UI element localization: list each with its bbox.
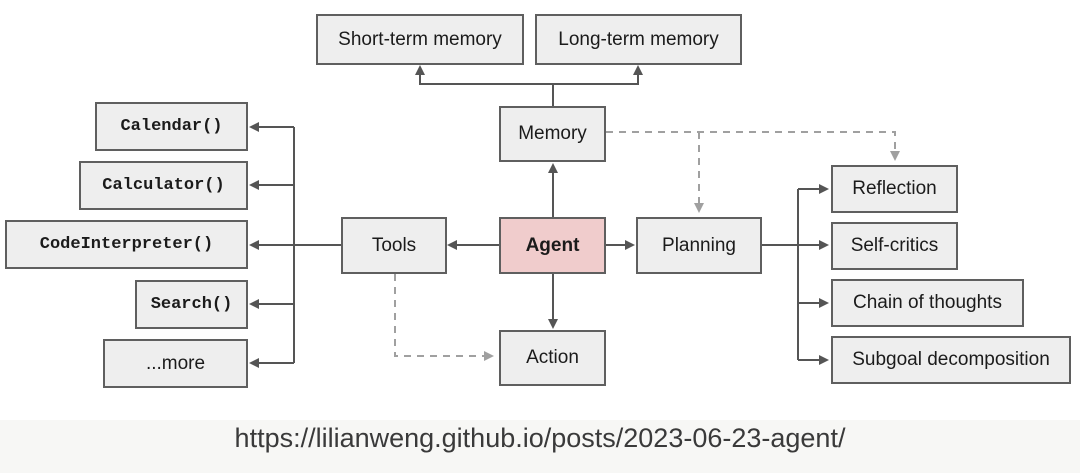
reflection-node: Reflection: [831, 165, 958, 213]
edge-memory-to-short-term: [415, 65, 553, 85]
calendar-tool-node: Calendar(): [95, 102, 248, 151]
footer-band: [0, 420, 1080, 473]
edge-memory-to-long-term: [553, 65, 643, 85]
short-term-memory-node: Short-term memory: [316, 14, 524, 65]
agent-node: Agent: [499, 217, 606, 274]
self-critics-node: Self-critics: [831, 222, 958, 270]
edge-tools-to-action-dashed: [394, 274, 494, 361]
chain-of-thoughts-node: Chain of thoughts: [831, 279, 1024, 327]
search-tool-node: Search(): [135, 280, 248, 329]
calculator-tool-node: Calculator(): [79, 161, 248, 210]
long-term-memory-node: Long-term memory: [535, 14, 742, 65]
action-node: Action: [499, 330, 606, 386]
memory-node: Memory: [499, 106, 606, 162]
edge-memory-to-reflection-dashed: [606, 131, 900, 161]
more-tools-node: ...more: [103, 339, 248, 388]
code-interpreter-tool-node: CodeInterpreter(): [5, 220, 248, 269]
planning-node: Planning: [636, 217, 762, 274]
connector-lines: [249, 65, 900, 368]
subgoal-decomposition-node: Subgoal decomposition: [831, 336, 1071, 384]
source-url-text: https://lilianweng.github.io/posts/2023-…: [234, 423, 846, 453]
tools-node: Tools: [341, 217, 447, 274]
